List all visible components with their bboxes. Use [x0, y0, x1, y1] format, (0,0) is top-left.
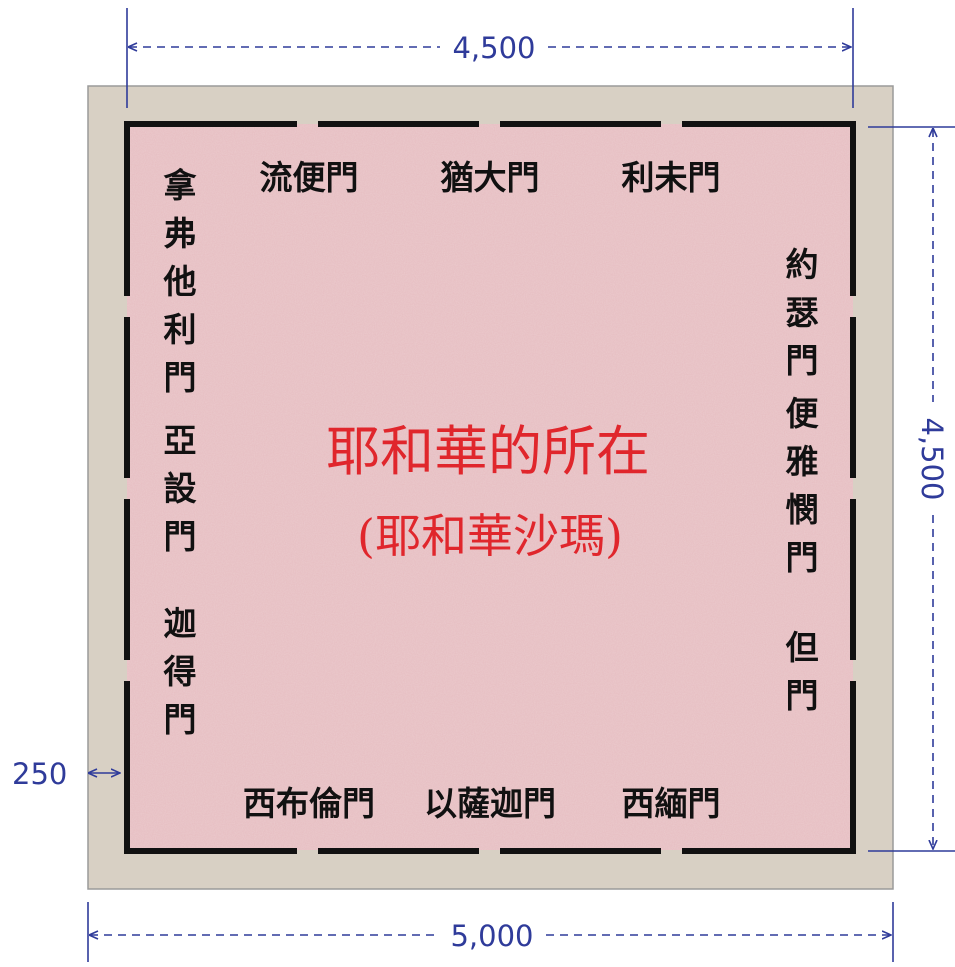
dimension-right-label: 4,500 [915, 417, 949, 500]
dimension-right [868, 126, 955, 852]
city-wall [124, 121, 856, 854]
gate-label-south: 以薩迦門 [424, 784, 556, 823]
gate-label-east: 但門 [786, 628, 819, 715]
inner-city-area [127, 124, 853, 850]
dimension-border-label: 250 [12, 757, 67, 791]
gate-label-west: 迦得門 [163, 604, 197, 739]
gate-label-north: 猶大門 [441, 158, 540, 197]
gate-label-west: 亞設門 [164, 421, 197, 556]
center-title: 耶和華的所在 [326, 420, 650, 483]
dimension-top-label: 4,500 [452, 31, 535, 65]
gate-label-east: 便雅憫門 [786, 394, 820, 577]
dimension-bottom [87, 902, 894, 962]
gate-label-east: 約瑟門 [786, 245, 819, 380]
gate-label-north: 利未門 [622, 158, 721, 197]
gate-label-north: 流便門 [260, 158, 359, 197]
dimension-top [126, 8, 854, 108]
gate-label-south: 西布倫門 [243, 784, 375, 823]
gate-label-south: 西緬門 [622, 784, 721, 823]
dimension-bottom-label: 5,000 [450, 919, 533, 953]
center-subtitle: (耶和華沙瑪) [357, 509, 623, 563]
gate-label-west: 拿弗他利門 [163, 166, 198, 397]
